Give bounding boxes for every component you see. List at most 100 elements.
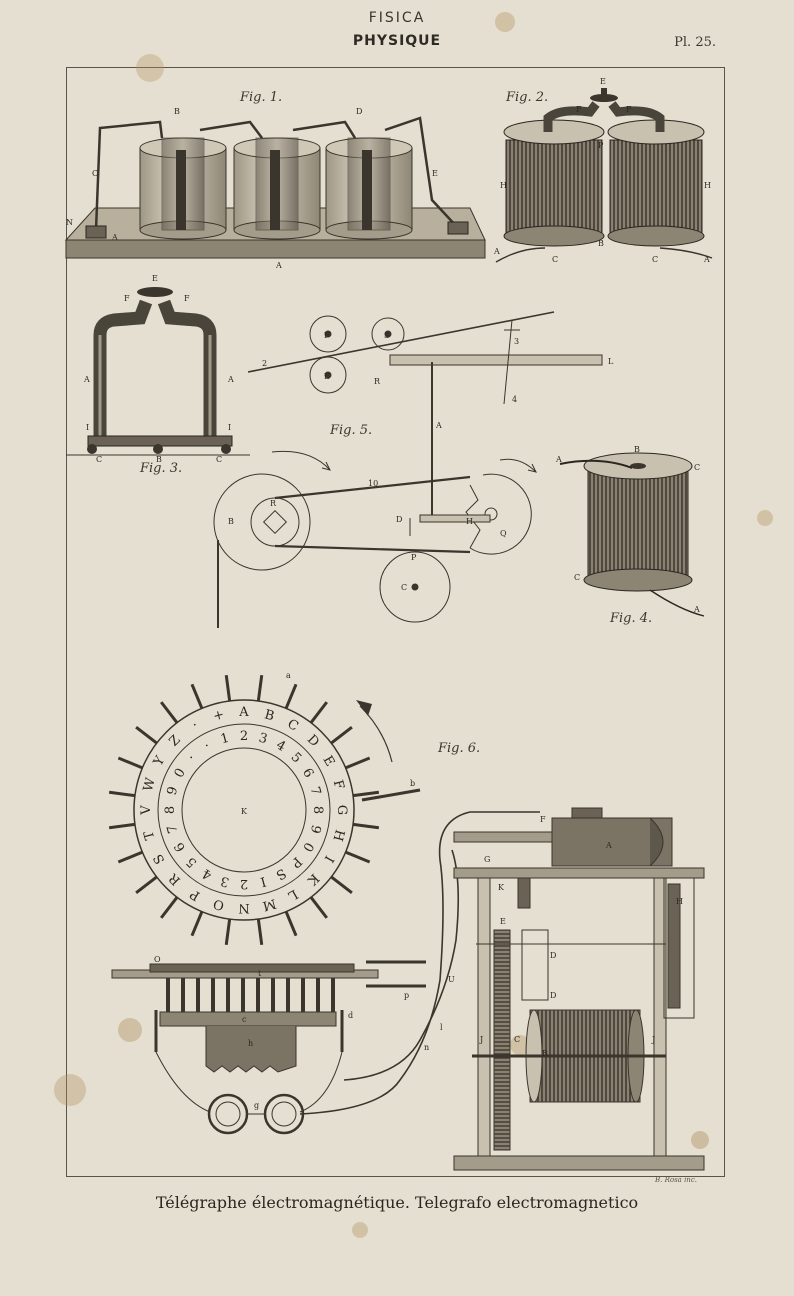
svg-text:E: E xyxy=(324,372,330,381)
dial-outer-char: + xyxy=(212,707,226,724)
svg-text:p: p xyxy=(404,991,409,1000)
dial-inner-char: 9 xyxy=(307,823,324,835)
dial-spoke xyxy=(224,916,232,946)
plate-caption: Télégraphe électromagnétique. Telegrafo … xyxy=(155,1193,639,1212)
svg-text:a: a xyxy=(286,671,291,680)
dial-spoke xyxy=(283,909,298,937)
dial-spoke xyxy=(117,849,145,864)
svg-text:D: D xyxy=(550,991,556,1000)
svg-text:J: J xyxy=(651,1035,655,1044)
svg-text:P: P xyxy=(411,553,417,562)
dial-spoke xyxy=(108,790,138,798)
svg-text:A: A xyxy=(227,375,234,384)
fig6-contact-drum: O t p d c h g xyxy=(111,955,426,1135)
svg-text:H: H xyxy=(500,181,507,190)
svg-text:E: E xyxy=(600,77,606,86)
dial-outer-char: A xyxy=(238,705,249,720)
svg-text:B: B xyxy=(598,239,604,248)
engraver-signature: B. Rosa inc. xyxy=(655,1176,697,1184)
svg-text:F: F xyxy=(324,331,330,340)
dial-spoke xyxy=(328,726,353,746)
svg-text:C: C xyxy=(574,573,580,582)
svg-text:A: A xyxy=(83,375,90,384)
dial-spoke xyxy=(256,916,264,946)
dial-spoke xyxy=(350,790,380,798)
dial-outer-char: H xyxy=(329,828,346,843)
svg-text:H: H xyxy=(466,517,473,526)
dial-spoke xyxy=(343,849,371,864)
svg-text:l: l xyxy=(440,1023,443,1032)
foxing-stains xyxy=(54,12,773,1238)
dial-spoke xyxy=(343,756,371,771)
dial-spoke xyxy=(190,683,205,711)
cell-2 xyxy=(233,137,321,240)
plate-frame xyxy=(66,67,725,1177)
svg-text:U: U xyxy=(448,975,455,984)
fig3-magnet: Fig. 3. E F F A A I I C B C xyxy=(66,274,250,476)
svg-text:L: L xyxy=(608,357,614,366)
svg-text:F: F xyxy=(124,294,130,303)
svg-text:C: C xyxy=(216,455,222,464)
svg-text:I: I xyxy=(86,423,89,432)
svg-text:A: A xyxy=(703,255,710,264)
svg-text:C: C xyxy=(552,255,558,264)
dial-spoke xyxy=(117,756,145,771)
svg-text:C: C xyxy=(401,583,407,592)
dial-spoke xyxy=(350,822,380,830)
svg-text:t: t xyxy=(258,969,262,978)
svg-text:B: B xyxy=(542,1049,548,1058)
fig4-label: Fig. 4. xyxy=(609,611,652,626)
dial-spoke xyxy=(224,674,232,704)
fig6-label: Fig. 6. xyxy=(437,741,480,756)
svg-text:C: C xyxy=(652,255,658,264)
svg-text:G: G xyxy=(484,855,490,864)
dial-center-label: K xyxy=(241,807,248,816)
dial-inner-char: I xyxy=(259,873,268,889)
cell-3 xyxy=(325,137,413,240)
svg-text:C: C xyxy=(694,463,700,472)
svg-text:K: K xyxy=(498,883,505,892)
svg-text:E: E xyxy=(432,169,438,178)
fig3-label: Fig. 3. xyxy=(139,461,182,476)
svg-text:F: F xyxy=(540,815,546,824)
dial-inner-char: 2 xyxy=(240,876,248,891)
dial-inner-char: · xyxy=(202,739,213,754)
dial-inner-char: 9 xyxy=(165,785,182,797)
fig2-label: Fig. 2. xyxy=(505,90,548,105)
svg-text:D: D xyxy=(396,515,402,524)
svg-text:Q: Q xyxy=(500,529,507,538)
svg-text:P: P xyxy=(598,141,604,150)
svg-text:H: H xyxy=(676,897,683,906)
svg-text:d: d xyxy=(348,1011,353,1020)
plate-title-french: PHYSIQUE xyxy=(352,33,442,49)
svg-text:g: g xyxy=(254,1101,259,1110)
dial-spoke xyxy=(108,822,138,830)
svg-text:E: E xyxy=(152,274,158,283)
dial-spoke xyxy=(283,683,298,711)
dial-spoke xyxy=(190,909,205,937)
svg-text:C: C xyxy=(92,169,98,178)
plate-number: Pl. 25. xyxy=(674,35,716,50)
dial-inner-char: 8 xyxy=(310,806,325,814)
svg-text:A: A xyxy=(275,261,282,270)
dial-spoke xyxy=(308,701,328,726)
dial-outer-char: F xyxy=(330,778,347,791)
dial-spoke xyxy=(160,701,180,726)
svg-text:A: A xyxy=(435,421,442,430)
svg-text:B: B xyxy=(156,455,162,464)
fig6-receiver: A F G K E D D J J C B H U l n xyxy=(299,807,705,1171)
dial-outer-char: O xyxy=(212,896,226,913)
fig1-label: Fig. 1. xyxy=(239,90,282,105)
dial-outer-char: V xyxy=(139,805,154,816)
svg-text:B: B xyxy=(634,445,640,454)
svg-text:J: J xyxy=(479,1035,483,1044)
svg-text:I: I xyxy=(228,423,231,432)
dial-spoke xyxy=(328,874,353,894)
svg-text:b: b xyxy=(410,779,415,788)
svg-text:A: A xyxy=(693,605,700,614)
svg-text:10: 10 xyxy=(368,479,378,488)
dial-outer-char: N xyxy=(238,900,249,915)
